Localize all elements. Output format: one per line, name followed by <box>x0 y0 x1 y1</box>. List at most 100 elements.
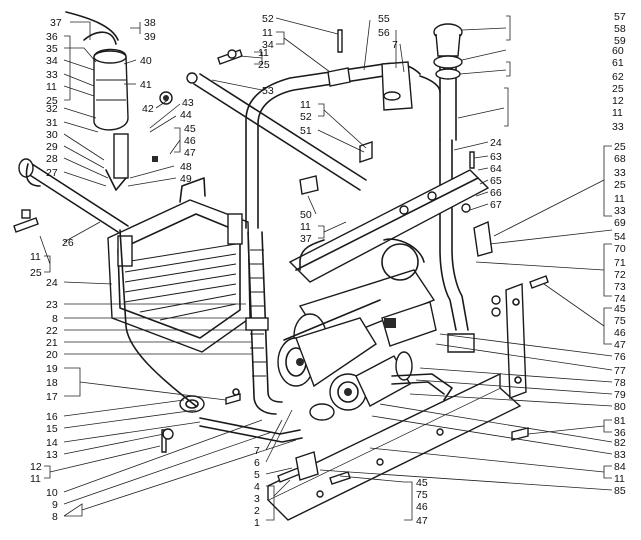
callout-81: 81 <box>614 415 626 427</box>
callout-7: 7 <box>392 39 398 51</box>
callout-33: 33 <box>46 69 58 81</box>
callout-30: 30 <box>46 129 58 141</box>
radiator-core <box>107 177 251 353</box>
callout-26: 26 <box>62 237 74 249</box>
callout-56: 56 <box>378 27 390 39</box>
callout-70: 70 <box>614 243 626 255</box>
callout-45: 45 <box>614 303 626 315</box>
exhaust-pipe <box>245 231 283 415</box>
callout-80: 80 <box>614 401 626 413</box>
callout-8: 8 <box>52 313 58 325</box>
callout-33: 33 <box>614 167 626 179</box>
callout-11: 11 <box>612 107 623 119</box>
callout-37: 37 <box>50 17 62 29</box>
callout-22: 22 <box>46 325 58 337</box>
callout-34: 34 <box>46 55 58 67</box>
callout-11: 11 <box>262 27 273 39</box>
callout-55: 55 <box>378 13 390 25</box>
callout-83: 83 <box>614 449 626 461</box>
callout-14: 14 <box>46 437 58 449</box>
callout-11: 11 <box>46 81 57 93</box>
callout-9: 9 <box>52 499 58 511</box>
callout-62: 62 <box>612 71 624 83</box>
callout-2: 2 <box>254 505 260 517</box>
callout-75: 75 <box>614 315 626 327</box>
callout-46: 46 <box>416 501 428 513</box>
callout-60: 60 <box>612 45 624 57</box>
callout-58: 58 <box>614 23 626 35</box>
callout-11: 11 <box>258 47 269 59</box>
callout-11: 11 <box>614 473 625 485</box>
expansion-tank <box>65 11 173 191</box>
callout-11: 11 <box>614 193 625 205</box>
callout-45: 45 <box>416 477 428 489</box>
leader-lines <box>39 15 613 521</box>
support-tube <box>18 158 129 233</box>
callout-66: 66 <box>490 187 502 199</box>
callout-17: 17 <box>46 391 58 403</box>
callout-15: 15 <box>46 423 58 435</box>
callout-13: 13 <box>46 449 58 461</box>
callout-77: 77 <box>614 365 626 377</box>
callout-54: 54 <box>614 231 626 243</box>
callout-25: 25 <box>46 95 58 107</box>
callout-10: 10 <box>46 487 58 499</box>
callout-41: 41 <box>140 79 152 91</box>
callout-35: 35 <box>46 43 58 55</box>
callout-5: 5 <box>254 469 260 481</box>
callout-16: 16 <box>46 411 58 423</box>
callout-71: 71 <box>614 257 626 269</box>
callout-numbers: 37 36 35 34 33 11 25 32 31 30 29 28 27 2… <box>30 11 626 529</box>
callout-79: 79 <box>614 389 626 401</box>
callout-65: 65 <box>490 175 502 187</box>
callout-64: 64 <box>490 163 502 175</box>
callout-24: 24 <box>490 137 502 149</box>
callout-4: 4 <box>254 481 260 493</box>
callout-24: 24 <box>46 277 58 289</box>
callout-6: 6 <box>254 457 260 469</box>
callout-25: 25 <box>612 83 624 95</box>
callout-72: 72 <box>614 269 626 281</box>
callout-61: 61 <box>612 57 624 69</box>
callout-11: 11 <box>30 473 41 485</box>
callout-36: 36 <box>614 427 626 439</box>
callout-59: 59 <box>614 35 626 47</box>
callout-46: 46 <box>614 327 626 339</box>
callout-47: 47 <box>416 515 428 527</box>
callout-3: 3 <box>254 493 260 505</box>
callout-33: 33 <box>612 121 624 133</box>
callout-76: 76 <box>614 351 626 363</box>
callout-85: 85 <box>614 485 626 497</box>
callout-18: 18 <box>46 377 58 389</box>
callout-33: 33 <box>614 205 626 217</box>
callout-37: 37 <box>300 233 312 245</box>
callout-57: 57 <box>614 11 626 23</box>
pipe-53 <box>186 72 367 191</box>
callout-63: 63 <box>490 151 502 163</box>
callout-11: 11 <box>300 221 311 233</box>
callout-38: 38 <box>144 17 156 29</box>
callout-42: 42 <box>142 103 154 115</box>
fasteners <box>13 29 549 485</box>
callout-25: 25 <box>30 267 42 279</box>
callout-27: 27 <box>46 167 58 179</box>
callout-31: 31 <box>46 117 58 129</box>
callout-50: 50 <box>300 209 312 221</box>
callout-52: 52 <box>262 13 274 25</box>
callout-11: 11 <box>300 99 311 111</box>
callout-21: 21 <box>46 337 58 349</box>
parts-drawing <box>13 11 549 521</box>
callout-82: 82 <box>614 437 626 449</box>
bolt-left <box>13 209 39 233</box>
callout-25: 25 <box>614 141 626 153</box>
callout-73: 73 <box>614 281 626 293</box>
callout-74: 74 <box>614 293 626 305</box>
callout-51: 51 <box>300 125 312 137</box>
callout-45: 45 <box>184 123 196 135</box>
callout-48: 48 <box>180 161 192 173</box>
callout-44: 44 <box>180 109 192 121</box>
callout-47: 47 <box>614 339 626 351</box>
callout-23: 23 <box>46 299 58 311</box>
callout-46: 46 <box>184 135 196 147</box>
side-bracket <box>505 283 527 399</box>
